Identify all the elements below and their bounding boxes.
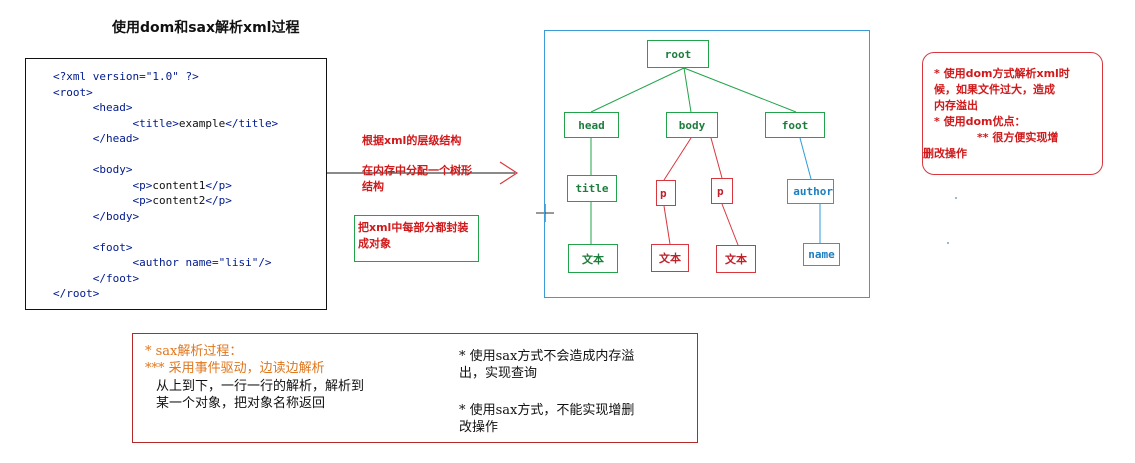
xml-code-line: <body> [53, 162, 278, 178]
dom-note-alloc: 在内存中分配一个树形 [362, 164, 472, 177]
edge-p1-text2 [663, 205, 671, 245]
tree-node-text2: 文本 [651, 244, 689, 272]
dom-summary-line4: * 使用dom优点： [934, 115, 1026, 128]
xml-text: content2 [152, 194, 206, 207]
xml-code-line: <?xml version="1.0" ?> [53, 69, 278, 85]
dom-note-alloc-cont: 结构 [362, 180, 384, 193]
sax-line-return-name: 某一个对象，把对象名称返回 [156, 396, 326, 411]
sax-con-line2: 改操作 [459, 420, 499, 435]
edge-root-head [590, 67, 685, 113]
tree-node-head: head [564, 112, 619, 138]
xml-tag: </p> [205, 194, 232, 207]
tree-node-text3: 文本 [716, 245, 756, 273]
edge-body-p2 [710, 137, 723, 179]
xml-code-line: <root> [53, 85, 278, 101]
dom-tree-frame [544, 30, 870, 298]
tree-node-name: name [803, 243, 840, 266]
tree-node-root: root [647, 40, 709, 68]
xml-code-line: <p>content2</p> [53, 193, 278, 209]
xml-tag: <author name="lisi"/> [132, 256, 272, 269]
xml-code: <?xml version="1.0" ?> <root> <head> <tit… [53, 69, 278, 302]
edge-body-p1 [663, 137, 692, 181]
xml-tag: </body> [92, 209, 140, 223]
xml-tag: </root> [53, 287, 100, 300]
xml-tag: <title> [132, 116, 179, 130]
xml-code-line: <title>example</title> [53, 116, 278, 132]
tree-node-foot: foot [765, 112, 825, 138]
tree-node-author: author [787, 179, 834, 204]
sax-con-line1: * 使用sax方式，不能实现增删 [459, 403, 635, 418]
xml-code-line: </foot> [53, 271, 278, 287]
tree-node-text1: 文本 [568, 244, 618, 273]
xml-code-box: <?xml version="1.0" ?> <root> <head> <tit… [25, 58, 327, 310]
xml-code-line: <head> [53, 100, 278, 116]
sax-pro-line1: * 使用sax方式不会造成内存溢 [459, 349, 635, 364]
stray-dot [947, 242, 949, 244]
xml-tag: </p> [205, 178, 232, 192]
dom-note-hierarchy: 根据xml的层级结构 [362, 134, 462, 147]
edge-root-body [683, 67, 692, 113]
xml-tag: </foot> [92, 271, 140, 285]
xml-code-line: <foot> [53, 240, 278, 256]
diagram-title: 使用dom和sax解析xml过程 [112, 20, 300, 36]
edge-root-foot [683, 67, 797, 113]
xml-text: example [178, 116, 226, 130]
xml-tag: <foot> [92, 240, 133, 254]
tree-node-body: body [666, 112, 718, 138]
xml-tag: <body> [92, 163, 133, 176]
dom-arrow-head [499, 161, 519, 185]
tree-node-title: title [567, 175, 617, 202]
dom-summary-line3: 内存溢出 [934, 99, 978, 112]
dom-summary-box: * 使用dom方式解析xml时 候，如果文件过大，造成 内存溢出 * 使用dom… [922, 52, 1103, 175]
edge-foot-author [799, 137, 812, 180]
stray-dot [955, 197, 957, 199]
dom-summary-line5: ** 很方便实现增 [977, 131, 1059, 144]
xml-tag: <head> [92, 101, 133, 114]
dom-summary-line2: 候，如果文件过大，造成 [934, 83, 1055, 96]
xml-text: content1 [152, 178, 206, 192]
tree-node-p1: p [656, 180, 676, 206]
encapsulate-note-box: 把xml中每部分都封装 成对象 [354, 215, 479, 262]
encapsulate-note-line2: 成对象 [358, 237, 391, 250]
sax-pro-line2: 出，实现查询 [459, 366, 538, 381]
xml-code-line: <author name="lisi"/> [53, 255, 278, 271]
tree-node-p2: p [711, 178, 733, 204]
edge-p2-text3 [721, 203, 739, 246]
sax-line-top-down: 从上到下，一行一行的解析，解析到 [156, 379, 365, 394]
xml-tag: </head> [92, 132, 140, 145]
xml-tag: <root> [53, 85, 93, 99]
xml-tag: <p> [132, 178, 153, 192]
xml-tag: <?xml version="1.0" ?> [53, 70, 199, 83]
xml-tag: <p> [132, 194, 153, 207]
dom-summary-line1: * 使用dom方式解析xml时 [934, 67, 1070, 80]
sax-line-event-driven: *** 采用事件驱动，边读边解析 [145, 361, 325, 376]
xml-tag: </title> [225, 116, 279, 130]
xml-code-line: </root> [53, 286, 278, 302]
xml-code-line: </body> [53, 209, 278, 225]
encapsulate-note-line1: 把xml中每部分都封装 [358, 221, 469, 234]
sax-summary-box: * sax解析过程： *** 采用事件驱动，边读边解析 从上到下，一行一行的解析… [132, 333, 698, 443]
xml-code-line: </head> [53, 131, 278, 147]
dom-summary-line6: 删改操作 [923, 147, 967, 160]
xml-code-line: <p>content1</p> [53, 178, 278, 194]
sax-line-process: * sax解析过程： [145, 344, 243, 359]
